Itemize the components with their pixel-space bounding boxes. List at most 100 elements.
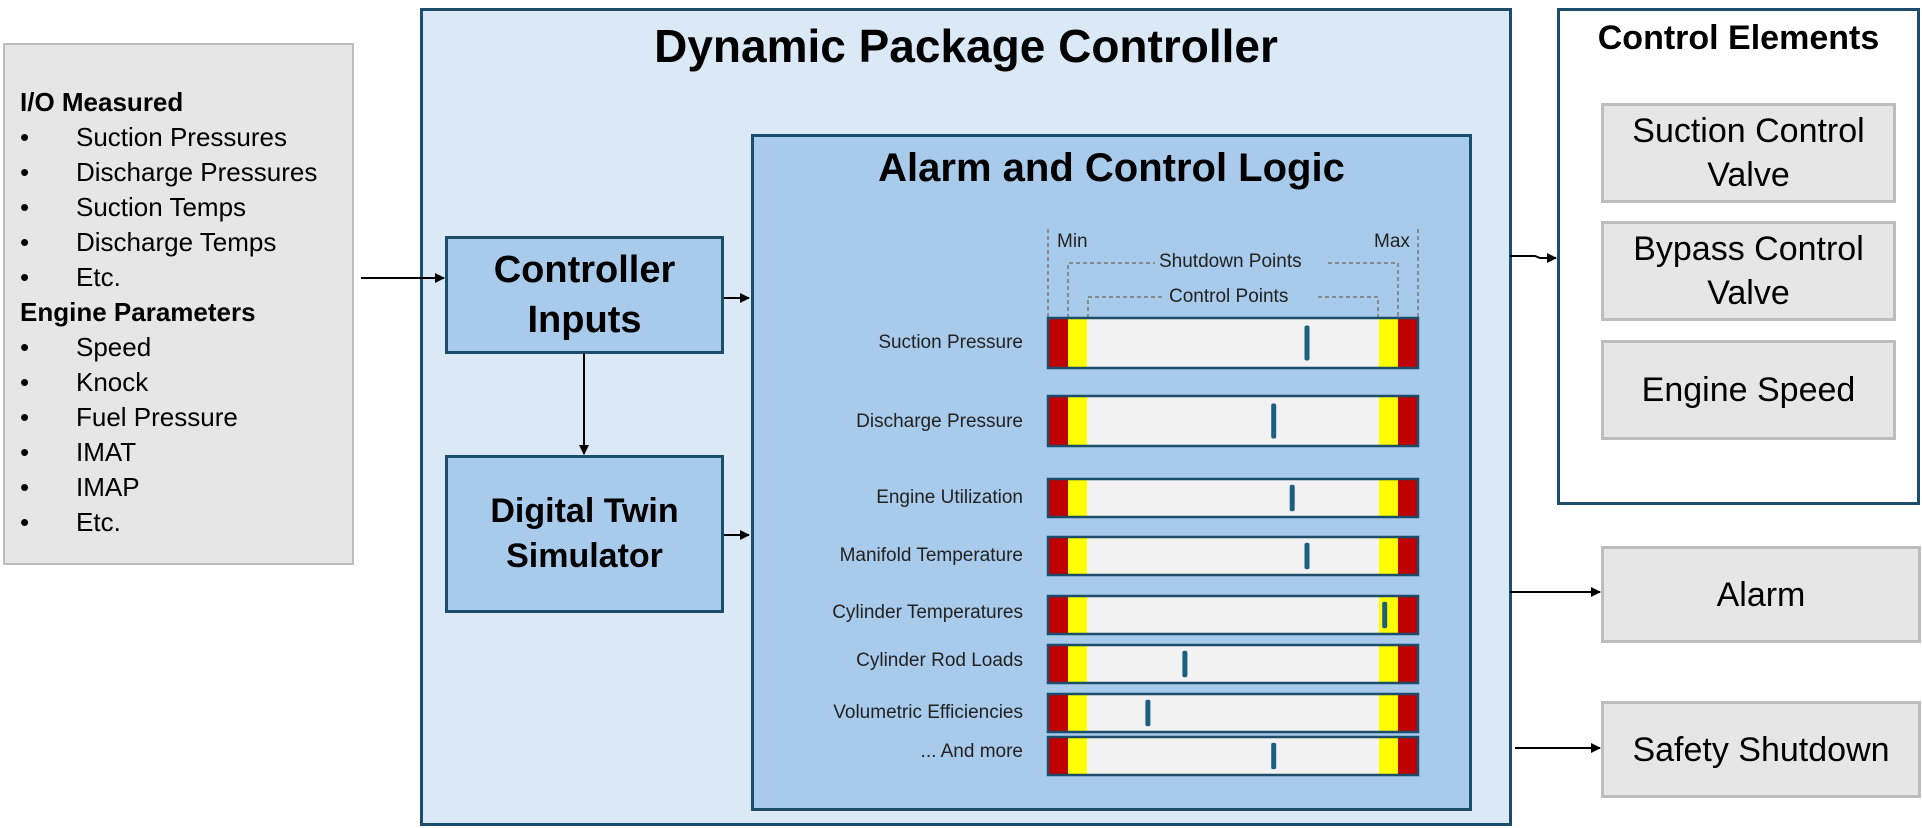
gauge-label-and-more: ... And more (920, 741, 1023, 762)
alarm-label: Alarm (1716, 575, 1806, 614)
controller-inputs-label: Controller Inputs (493, 249, 676, 341)
gauge-shutdown-min (1048, 737, 1068, 775)
bypass-control-valve-label: Bypass Control Valve (1633, 230, 1864, 312)
gauge-control-max (1379, 596, 1398, 634)
gauge-bar (1048, 396, 1418, 446)
gauge-label-volumetric-efficiencies: Volumetric Efficiencies (833, 702, 1023, 723)
gauge-shutdown-min (1048, 694, 1068, 732)
range-bracket-lines (1047, 229, 1419, 318)
control-elements-title: Control Elements (1597, 19, 1880, 57)
list-item: •IMAP (20, 472, 140, 502)
gauge-control-min (1068, 479, 1087, 517)
gauge-control-max (1379, 737, 1398, 775)
gauge-bar (1048, 737, 1418, 775)
gauge-shutdown-max (1398, 537, 1418, 575)
gauge-shutdown-max (1398, 737, 1418, 775)
gauge-control-min (1068, 645, 1087, 683)
list-item: •Etc. (20, 262, 121, 292)
alarm-control-logic-title: Alarm and Control Logic (878, 146, 1345, 190)
gauge-control-min (1068, 694, 1087, 732)
gauge-outline (1046, 735, 1420, 777)
gauge-shutdown-max (1398, 318, 1418, 368)
suction-control-valve-label: Suction Control Valve (1632, 112, 1865, 194)
bypass-control-valve-box: Bypass Control Valve (1601, 221, 1896, 321)
gauge-control-min (1068, 737, 1087, 775)
gauge-control-min (1068, 537, 1087, 575)
gauge-group (1046, 316, 1420, 777)
io-measured-heading: I/O Measured (20, 87, 184, 117)
diagram-title: Dynamic Package Controller (654, 20, 1278, 72)
gauge-control-min (1068, 396, 1087, 446)
gauge-shutdown-min (1048, 318, 1068, 368)
engine-speed-label: Engine Speed (1641, 371, 1856, 409)
list-item: •Knock (20, 367, 149, 397)
gauge-indicator (1304, 325, 1310, 361)
gauge-control-max (1379, 537, 1398, 575)
gauge-shutdown-min (1048, 396, 1068, 446)
list-item: •Suction Pressures (20, 122, 287, 152)
list-item: •Fuel Pressure (20, 402, 238, 432)
gauge-shutdown-max (1398, 396, 1418, 446)
control-points-label: Control Points (1165, 286, 1293, 308)
list-item: •Discharge Temps (20, 227, 277, 257)
gauge-label-manifold-temperature: Manifold Temperature (839, 545, 1023, 566)
gauge-bar (1048, 694, 1418, 732)
gauge-shutdown-max (1398, 694, 1418, 732)
gauge-shutdown-max (1398, 479, 1418, 517)
gauge-shutdown-max (1398, 596, 1418, 634)
gauge-shutdown-max (1398, 645, 1418, 683)
io-measured-panel: I/O Measured •Suction Pressures •Dischar… (3, 43, 354, 565)
safety-shutdown-label: Safety Shutdown (1632, 730, 1890, 769)
gauge-outline (1046, 594, 1420, 636)
gauge-bar (1048, 479, 1418, 517)
gauge-control-max (1379, 694, 1398, 732)
gauge-indicator (1382, 601, 1388, 629)
gauge-bar (1048, 645, 1418, 683)
list-item: •Etc. (20, 507, 121, 537)
gauge-bar (1048, 537, 1418, 575)
gauge-indicator (1145, 699, 1151, 727)
gauge-label-cylinder-rod-loads: Cylinder Rod Loads (856, 650, 1023, 671)
gauge-outline (1046, 643, 1420, 685)
gauge-outline (1046, 316, 1420, 370)
gauge-indicator (1271, 403, 1277, 439)
gauge-control-max (1379, 479, 1398, 517)
gauge-shutdown-min (1048, 596, 1068, 634)
list-item: •IMAT (20, 437, 137, 467)
engine-parameters-heading: Engine Parameters (20, 297, 256, 327)
gauge-control-min (1068, 596, 1087, 634)
gauge-label-engine-utilization: Engine Utilization (876, 487, 1023, 508)
digital-twin-label: Digital Twin Simulator (490, 492, 679, 575)
gauge-control-min (1068, 318, 1087, 368)
max-label: Max (1372, 231, 1412, 253)
shutdown-points-label: Shutdown Points (1155, 251, 1306, 273)
gauge-indicator (1182, 650, 1188, 678)
gauge-outline (1046, 394, 1420, 448)
gauge-shutdown-min (1048, 645, 1068, 683)
gauge-outline (1046, 692, 1420, 734)
digital-twin-box: Digital Twin Simulator (445, 455, 724, 613)
gauge-outline (1046, 535, 1420, 577)
safety-shutdown-box: Safety Shutdown (1601, 701, 1921, 798)
controller-inputs-box: Controller Inputs (445, 236, 724, 354)
gauge-bar (1048, 596, 1418, 634)
gauge-label-discharge-pressure: Discharge Pressure (856, 411, 1023, 432)
gauge-outline (1046, 477, 1420, 519)
gauge-bar (1048, 318, 1418, 368)
gauge-label-suction-pressure: Suction Pressure (878, 332, 1023, 353)
gauge-shutdown-min (1048, 479, 1068, 517)
gauge-label-cylinder-temperatures: Cylinder Temperatures (832, 602, 1023, 623)
arrow-to-control-elements (1510, 253, 1557, 263)
list-item: •Discharge Pressures (20, 157, 318, 187)
list-item: •Speed (20, 332, 152, 362)
gauge-indicator (1304, 542, 1310, 570)
gauge-indicator (1271, 742, 1277, 770)
suction-control-valve-box: Suction Control Valve (1601, 103, 1896, 203)
gauge-control-max (1379, 318, 1398, 368)
gauge-shutdown-min (1048, 537, 1068, 575)
gauge-control-max (1379, 645, 1398, 683)
engine-speed-box: Engine Speed (1601, 340, 1896, 440)
list-item: •Suction Temps (20, 192, 247, 222)
gauge-control-max (1379, 396, 1398, 446)
